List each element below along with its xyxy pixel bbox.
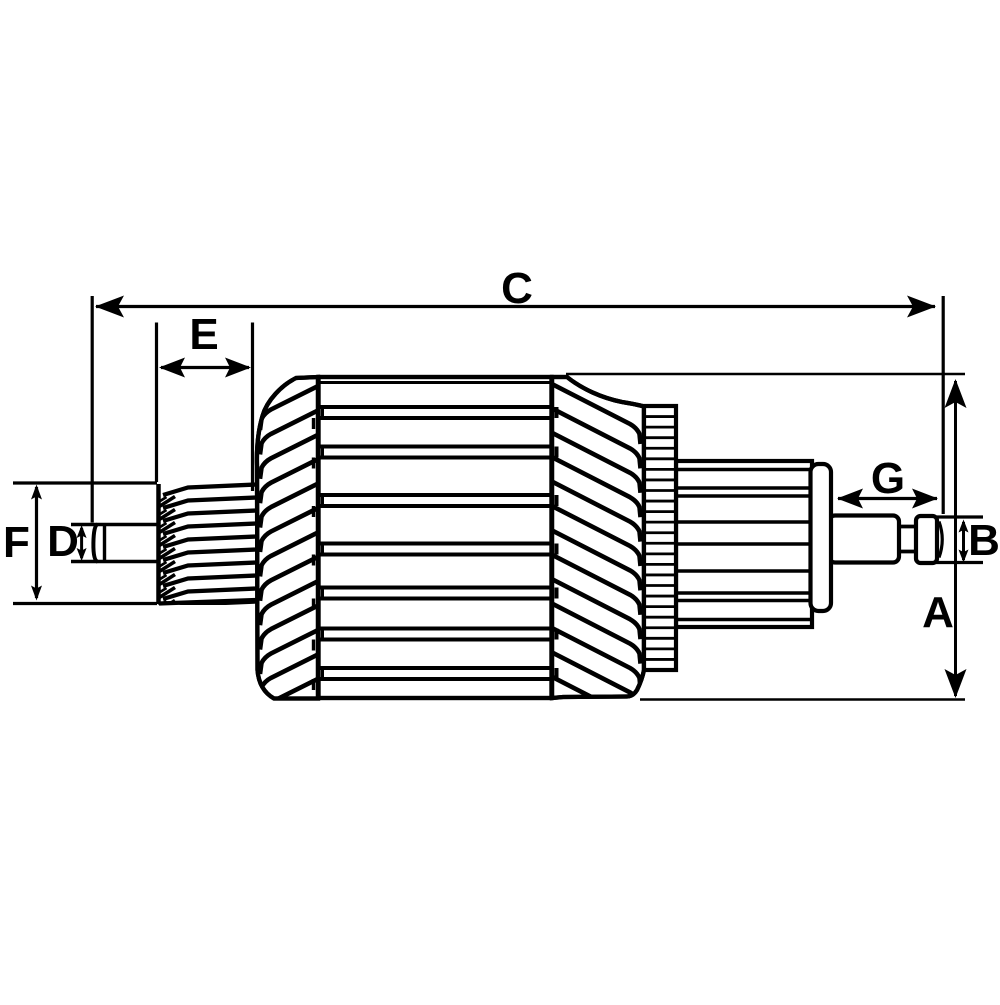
svg-text:G: G bbox=[871, 454, 905, 503]
svg-text:F: F bbox=[3, 518, 30, 567]
svg-text:E: E bbox=[189, 310, 218, 359]
svg-text:B: B bbox=[968, 516, 1000, 565]
svg-text:C: C bbox=[501, 264, 533, 313]
svg-text:D: D bbox=[47, 517, 79, 566]
svg-text:A: A bbox=[922, 588, 954, 637]
